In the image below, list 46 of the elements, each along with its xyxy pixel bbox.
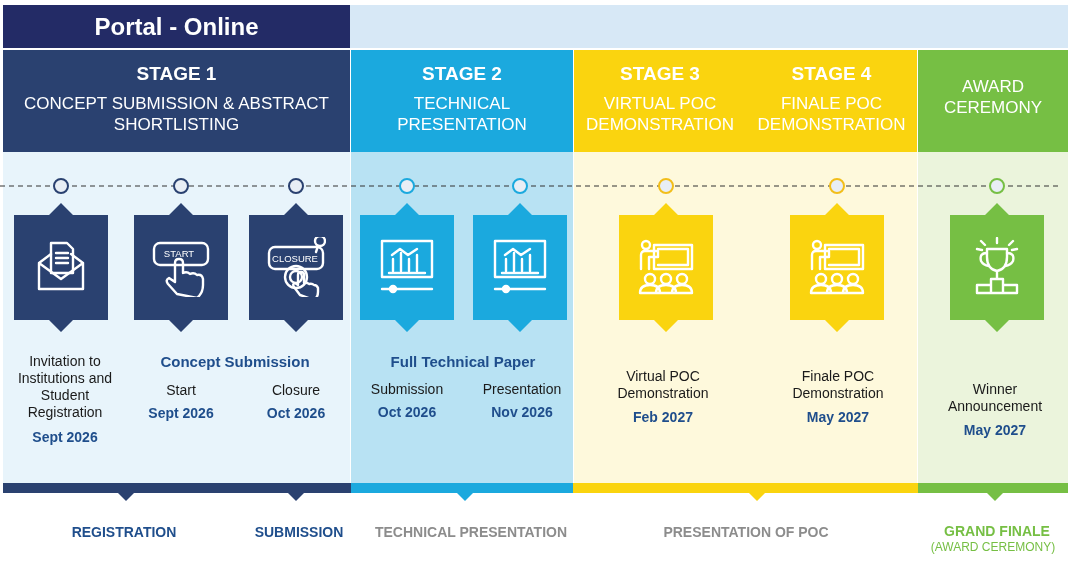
banner-title: Portal - Online: [93, 13, 260, 41]
milestone-description: Virtual POC Demonstration: [616, 368, 710, 402]
phase-label: PRESENTATION OF POC: [662, 524, 830, 542]
milestone-description: Finale POC Demonstration: [791, 368, 885, 402]
stage-title: AWARD CEREMONY: [942, 76, 1044, 119]
milestone-description: Winner Announcement: [946, 381, 1044, 415]
milestone-date: Oct 2026: [265, 405, 327, 423]
stage-header: [746, 50, 917, 152]
milestone-date: May 2027: [805, 409, 871, 427]
stage-title: VIRTUAL POC DEMONSTRATION: [585, 93, 735, 136]
stage-title: CONCEPT SUBMISSION & ABSTRACT SHORTLISTING: [23, 93, 330, 136]
stage-number: STAGE 2: [421, 63, 503, 85]
milestone-date: Sept 2026: [147, 405, 215, 423]
milestone-description: Invitation to Institutions and Student Registration: [16, 353, 114, 421]
milestone-description: Submission: [369, 381, 445, 398]
phase-label: REGISTRATION: [70, 524, 178, 542]
phase-label: TECHNICAL PRESENTATION: [373, 524, 569, 542]
phase-label: GRAND FINALE: [943, 523, 1051, 541]
stage-header: [351, 50, 573, 152]
milestone-date: Nov 2026: [490, 404, 554, 422]
phase-bar: [351, 483, 573, 501]
milestone-description: Closure: [270, 382, 322, 399]
phase-sublabel: (AWARD CEREMONY): [929, 540, 1057, 555]
milestone-date: Feb 2027: [632, 409, 694, 427]
stage-number: STAGE 4: [790, 63, 873, 85]
milestone-date: Oct 2026: [376, 404, 438, 422]
phase-bar: [573, 483, 918, 501]
stage-header: [918, 50, 1068, 152]
stage-number: STAGE 1: [135, 63, 218, 85]
icon-label: START: [162, 248, 196, 260]
phase-bar: [3, 483, 351, 501]
milestone-heading: Full Technical Paper: [389, 353, 537, 372]
phase-label: SUBMISSION: [253, 524, 345, 542]
milestone-date: May 2027: [962, 422, 1028, 440]
icon-label: CLOSURE: [271, 253, 319, 265]
stage-title: TECHNICAL PRESENTATION: [396, 93, 528, 136]
milestone-date: Sept 2026: [31, 429, 99, 447]
stage-title: FINALE POC DEMONSTRATION: [756, 93, 907, 136]
milestone-description: Presentation: [481, 381, 563, 398]
portal-banner: [3, 5, 350, 48]
stage-header: [574, 50, 746, 152]
milestone-heading: Concept Submission: [159, 353, 311, 372]
milestone-description: Start: [165, 382, 197, 399]
stage-number: STAGE 3: [619, 63, 701, 85]
phase-bar: [918, 483, 1068, 501]
stage-header: [3, 50, 350, 152]
